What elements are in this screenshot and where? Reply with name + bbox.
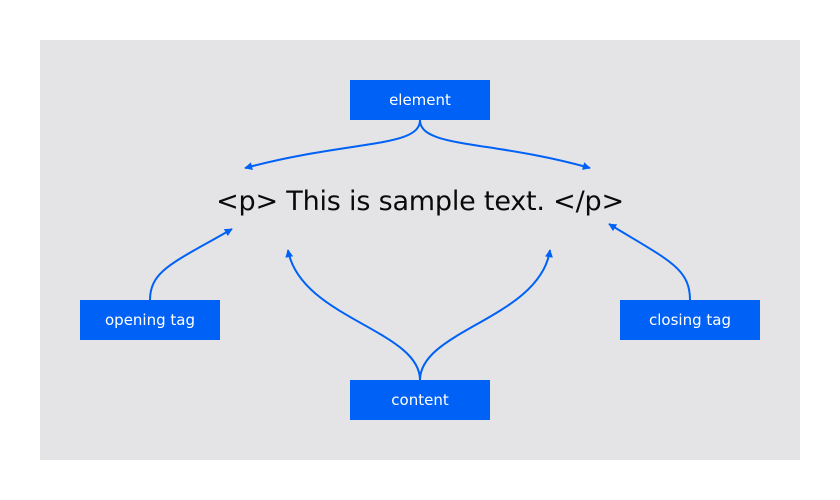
label-content: content xyxy=(350,380,490,420)
arrow-content-left xyxy=(285,249,421,381)
arrow-element-to-closing xyxy=(419,119,591,170)
label-opening-tag: opening tag xyxy=(80,300,220,340)
arrow-closing-tag xyxy=(608,223,691,301)
label-element: element xyxy=(350,80,490,120)
arrow-element-to-opening xyxy=(244,119,421,171)
label-closing-tag: closing tag xyxy=(620,300,760,340)
sample-html-code: <p> This is sample text. </p> xyxy=(216,185,624,217)
arrow-content-right xyxy=(419,249,553,381)
arrow-opening-tag xyxy=(149,228,233,301)
